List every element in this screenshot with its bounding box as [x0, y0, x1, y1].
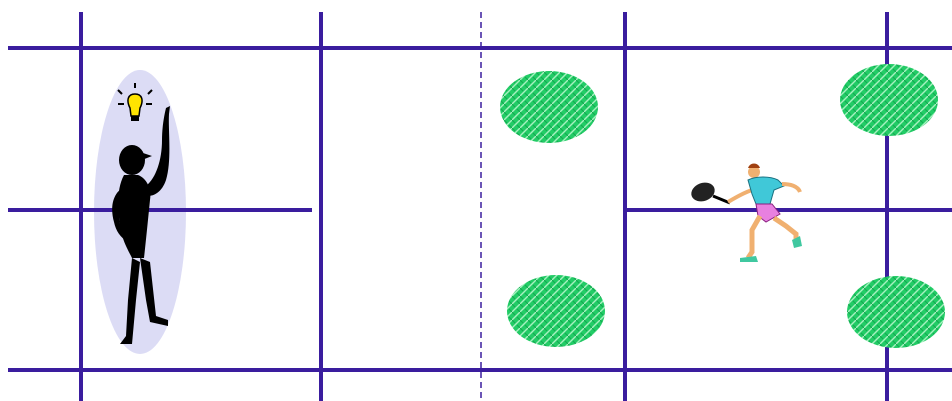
left-service-box-bottom-zone — [507, 275, 605, 347]
tennis-racket-icon — [689, 179, 730, 204]
left-service-box-top-zone — [500, 71, 598, 143]
right-court-bottom-zone — [847, 276, 945, 348]
right-court-top-zone — [840, 64, 938, 136]
tennis-player-icon — [689, 164, 802, 263]
